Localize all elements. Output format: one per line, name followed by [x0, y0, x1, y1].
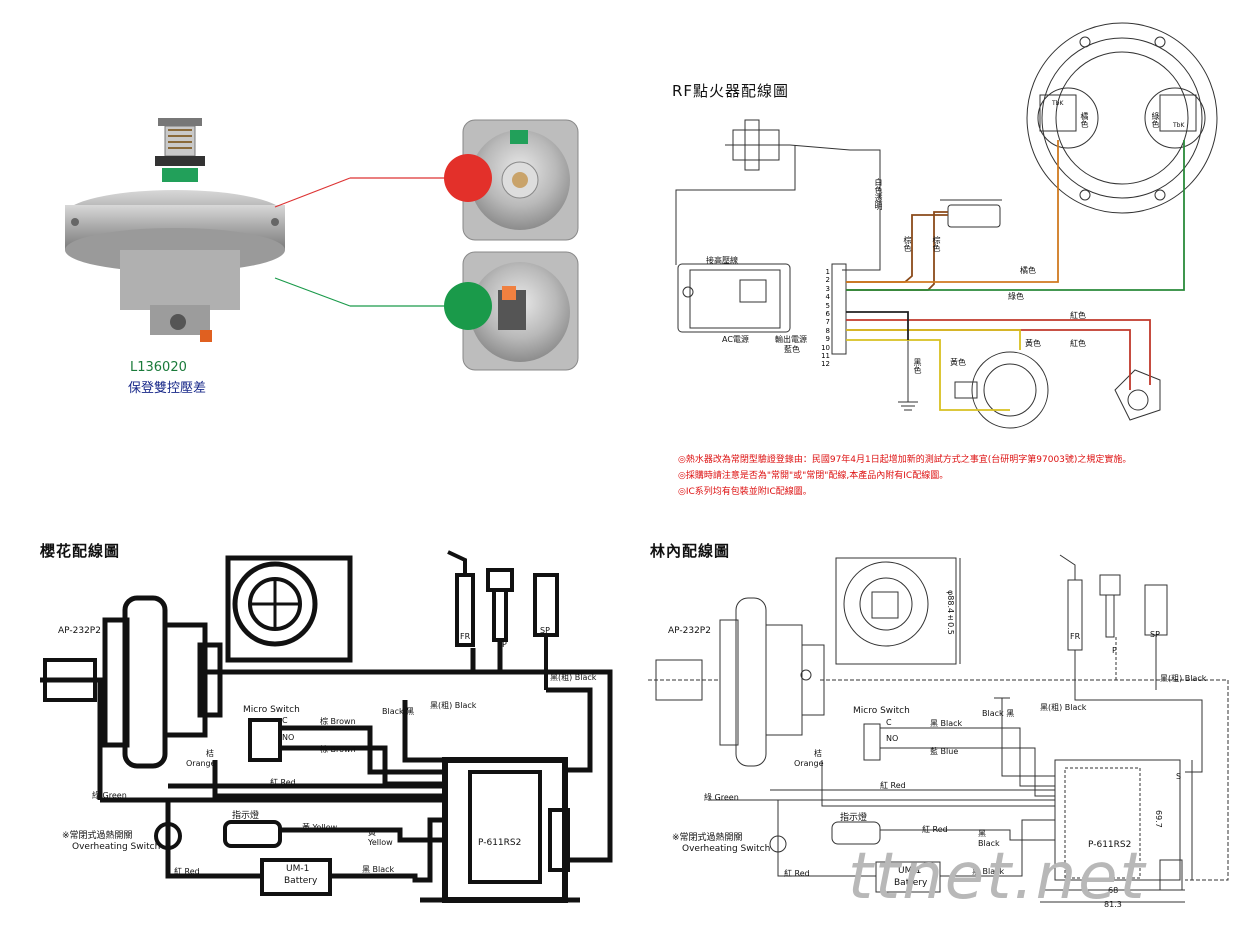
sakura-diagram	[40, 550, 613, 903]
rinnai-black-battery: 黑 Black	[972, 867, 1005, 876]
rinnai-overheat-en: Overheating Switch	[682, 844, 771, 854]
rinnai-blue: 藍 Blue	[930, 747, 959, 756]
rf-label-red-b: 紅色	[1070, 339, 1086, 348]
sakura-battery: Battery	[284, 876, 318, 886]
rinnai-red-indicator: 紅 Red	[922, 825, 948, 834]
valve-top-view-2	[462, 251, 579, 371]
rinnai-c: C	[886, 718, 892, 727]
red-indicator-dot	[444, 154, 492, 202]
rf-label-brown-a: 棕色	[903, 236, 912, 252]
rinnai-model: AP-232P2	[668, 626, 711, 636]
rinnai-battery: Battery	[894, 878, 928, 888]
sakura-no: NO	[282, 733, 295, 742]
sakura-black-thin: Black 黑	[382, 707, 415, 716]
rinnai-battery-model: UM-1	[898, 866, 922, 876]
sakura-p: P	[502, 640, 507, 649]
rf-tbk-a: TbK	[1052, 100, 1064, 107]
rinnai-dim-diameter: φ88.4±0.5	[946, 590, 955, 635]
rf-label-green: 綠色	[1008, 292, 1024, 301]
rf-label-high-voltage: 接高壓線	[706, 256, 738, 265]
rf-label-red-a: 紅色	[1070, 311, 1086, 320]
sakura-black-battery: 黑 Black	[362, 865, 395, 874]
rf-tbk-b: TbK	[1173, 122, 1185, 129]
rinnai-dim-68: 68	[1108, 886, 1119, 895]
rf-label-blue: 藍色	[784, 345, 800, 354]
rinnai-orange: 桔 Orange	[794, 749, 824, 768]
rinnai-dim-813: 81.3	[1104, 900, 1122, 909]
watermark: ttnet.net	[848, 840, 1147, 914]
rinnai-black-thick-top: 黑(粗) Black	[1160, 674, 1207, 683]
rinnai-fr: FR	[1070, 632, 1081, 641]
product-name: 保登雙控壓差	[128, 381, 207, 396]
sakura-orange: 桔 Orange	[186, 749, 216, 768]
rf-label-black: 黑色	[913, 358, 922, 374]
red-pointer-line	[274, 177, 351, 208]
sakura-overheat-cn: ※常閉式過熱開關	[62, 831, 133, 841]
valve-top-view-1	[462, 119, 579, 241]
rf-note-2: ◎採購時請注意是否為"常開"或"常閉"配線,本產品內附有IC配線圖。	[678, 471, 949, 481]
rinnai-ic: P-611RS2	[1088, 840, 1132, 850]
rinnai-diagram	[648, 554, 1229, 903]
sakura-black-thick: 黑(粗) Black	[430, 701, 477, 710]
rf-label-green-tag: 綠色	[1151, 112, 1160, 128]
sakura-red-bottom: 紅 Red	[174, 867, 200, 876]
rf-note-3: ◎IC系列均有包裝並附IC配線圖。	[678, 487, 812, 497]
sakura-model: AP-232P2	[58, 626, 101, 636]
rf-label-brown-b: 棕色	[932, 236, 941, 252]
sakura-fr: FR	[460, 632, 471, 641]
rf-label-white: 白色透明	[874, 178, 883, 210]
rinnai-micro-switch: Micro Switch	[853, 706, 910, 716]
rf-title: RF點火器配線圖	[672, 82, 790, 100]
sakura-yellow: 黃 Yellow	[302, 823, 338, 832]
rinnai-s: S	[1176, 772, 1182, 781]
rinnai-red-bottom: 紅 Red	[784, 869, 810, 878]
rf-label-orange-tag: 橘色	[1080, 112, 1089, 128]
rinnai-green: 綠 Green	[704, 793, 739, 802]
sakura-brown-b: 棕 Brown	[320, 745, 356, 754]
rf-label-orange: 橘色	[1020, 266, 1036, 275]
rf-label-yellow-b: 黃色	[950, 358, 966, 367]
rinnai-black-thin: Black 黑	[982, 709, 1015, 718]
green-indicator-dot	[444, 282, 492, 330]
sakura-green: 綠 Green	[92, 791, 127, 800]
sakura-brown-a: 棕 Brown	[320, 717, 356, 726]
sakura-yellow-b: 黃 Yellow	[368, 828, 393, 847]
sakura-red: 紅 Red	[270, 778, 296, 787]
rinnai-red: 紅 Red	[880, 781, 906, 790]
rf-label-output: 輸出電源	[775, 335, 807, 344]
rinnai-black-indicator: 黑 Black	[978, 829, 1000, 848]
product-code: L136020	[130, 360, 187, 375]
sakura-title: 櫻花配線圖	[40, 542, 121, 560]
rf-note-1: ◎熱水器改為常閉型驗證登錄由：民國97年4月1日起增加新的測試方式之事宜(台研明…	[678, 455, 1132, 465]
sakura-overheat-en: Overheating Switch	[72, 842, 161, 852]
rf-label-ac-power: AC電源	[722, 335, 749, 344]
rf-colored-wires	[846, 140, 1185, 411]
rinnai-black-thick: 黑(粗) Black	[1040, 703, 1087, 712]
rinnai-overheat-cn: ※常閉式過熱開關	[672, 833, 743, 843]
rinnai-indicator: 指示燈	[840, 813, 868, 823]
sakura-ic: P-611RS2	[478, 838, 522, 848]
sakura-micro-switch: Micro Switch	[243, 705, 300, 715]
sakura-c: C	[282, 716, 288, 725]
rinnai-sp: SP	[1150, 630, 1160, 639]
sakura-black-thick-top: 黑(粗) Black	[550, 673, 597, 682]
sakura-indicator: 指示燈	[232, 811, 260, 821]
rf-igniter-diagram	[675, 22, 1218, 429]
rf-label-yellow-a: 黃色	[1025, 339, 1041, 348]
valve-photo	[65, 118, 285, 342]
rinnai-title: 林內配線圖	[650, 542, 731, 560]
sakura-sp: SP	[540, 626, 550, 635]
rinnai-black-ms: 黑 Black	[930, 719, 963, 728]
green-pointer-line	[274, 277, 351, 307]
rinnai-dim-697: 69.7	[1154, 810, 1163, 828]
rinnai-p: P	[1112, 646, 1117, 655]
rinnai-no: NO	[886, 734, 899, 743]
sakura-battery-model: UM-1	[286, 864, 310, 874]
